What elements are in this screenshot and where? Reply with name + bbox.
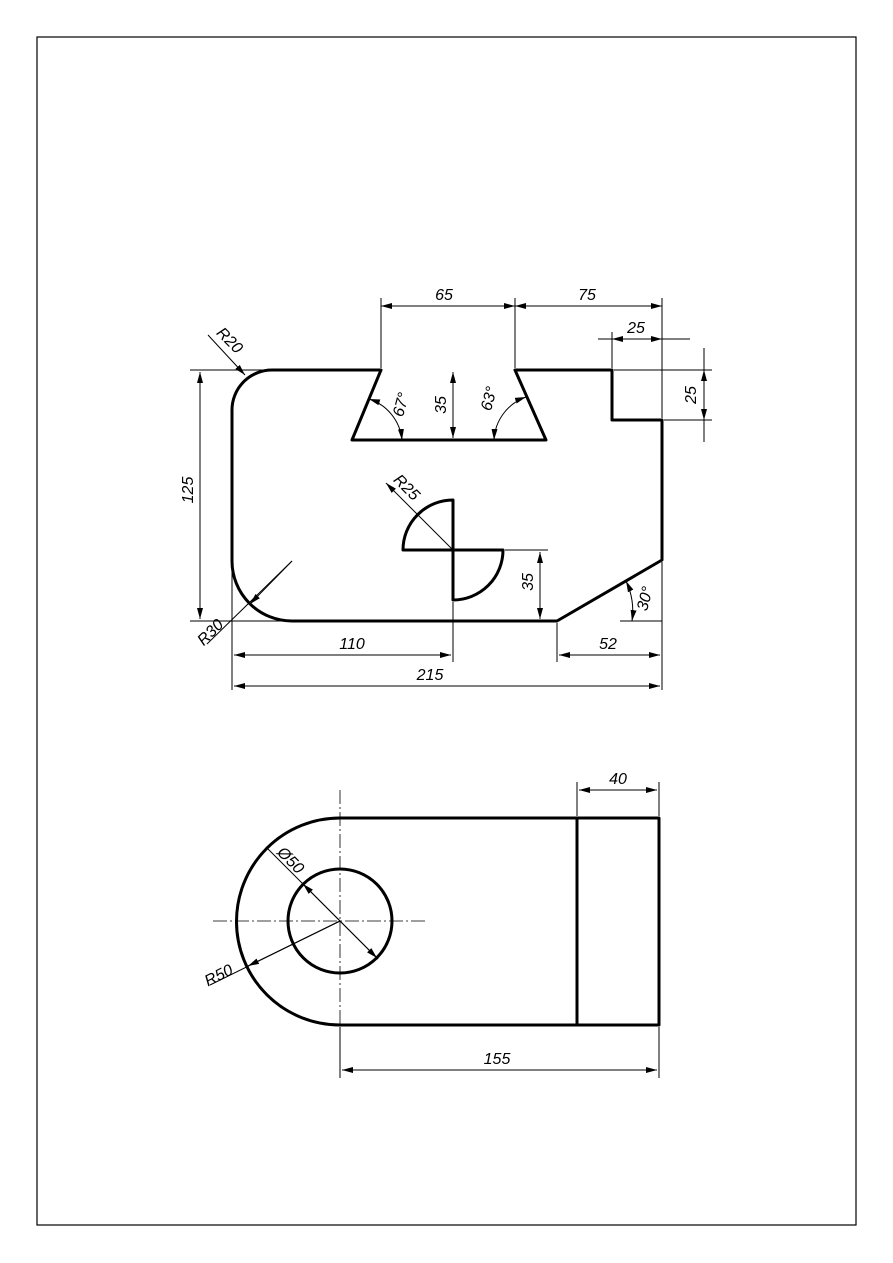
leader-r20 (207, 334, 246, 376)
top-view-outline (235, 816, 661, 1027)
lower-semicircle-cutout (451, 548, 505, 602)
dim-text-r50: R50 (202, 962, 236, 991)
angle-arc-67 (368, 398, 404, 441)
dim-text-67-angle: 67° (390, 390, 413, 418)
dim-text-25-step-height: 25 (683, 386, 700, 405)
dim-text-35-slot: 35 (433, 396, 450, 414)
dim-text-215: 215 (416, 667, 444, 684)
dim-text-125: 125 (180, 477, 197, 504)
dim-text-65: 65 (435, 287, 453, 304)
top-view: 40 Ø50 R50 155 (202, 771, 661, 1078)
leader-r25 (385, 482, 454, 551)
angle-arc-30 (625, 580, 637, 622)
dim-text-30-angle: 30° (634, 584, 657, 612)
dim-text-52: 52 (599, 636, 617, 653)
upper-semicircle-cutout (401, 498, 455, 552)
dim-text-155: 155 (484, 1051, 511, 1068)
dim-text-110: 110 (339, 636, 365, 653)
dim-text-r20: R20 (213, 324, 246, 357)
sheet-border (36, 36, 857, 1226)
dim-text-40: 40 (609, 771, 627, 788)
dim-text-25-step-width: 25 (626, 320, 645, 337)
dim-text-35-arc: 35 (520, 573, 537, 591)
dim-text-63-angle: 63° (478, 384, 501, 412)
dim-text-r25: R25 (390, 471, 423, 504)
dim-text-75: 75 (578, 287, 596, 304)
front-view: 65 75 25 25 R20 35 67° 63° 125 R25 35 30… (180, 287, 712, 690)
dim-text-diameter-50: Ø50 (273, 843, 307, 877)
angle-arc-63 (491, 396, 527, 441)
front-view-outline (230, 368, 664, 623)
